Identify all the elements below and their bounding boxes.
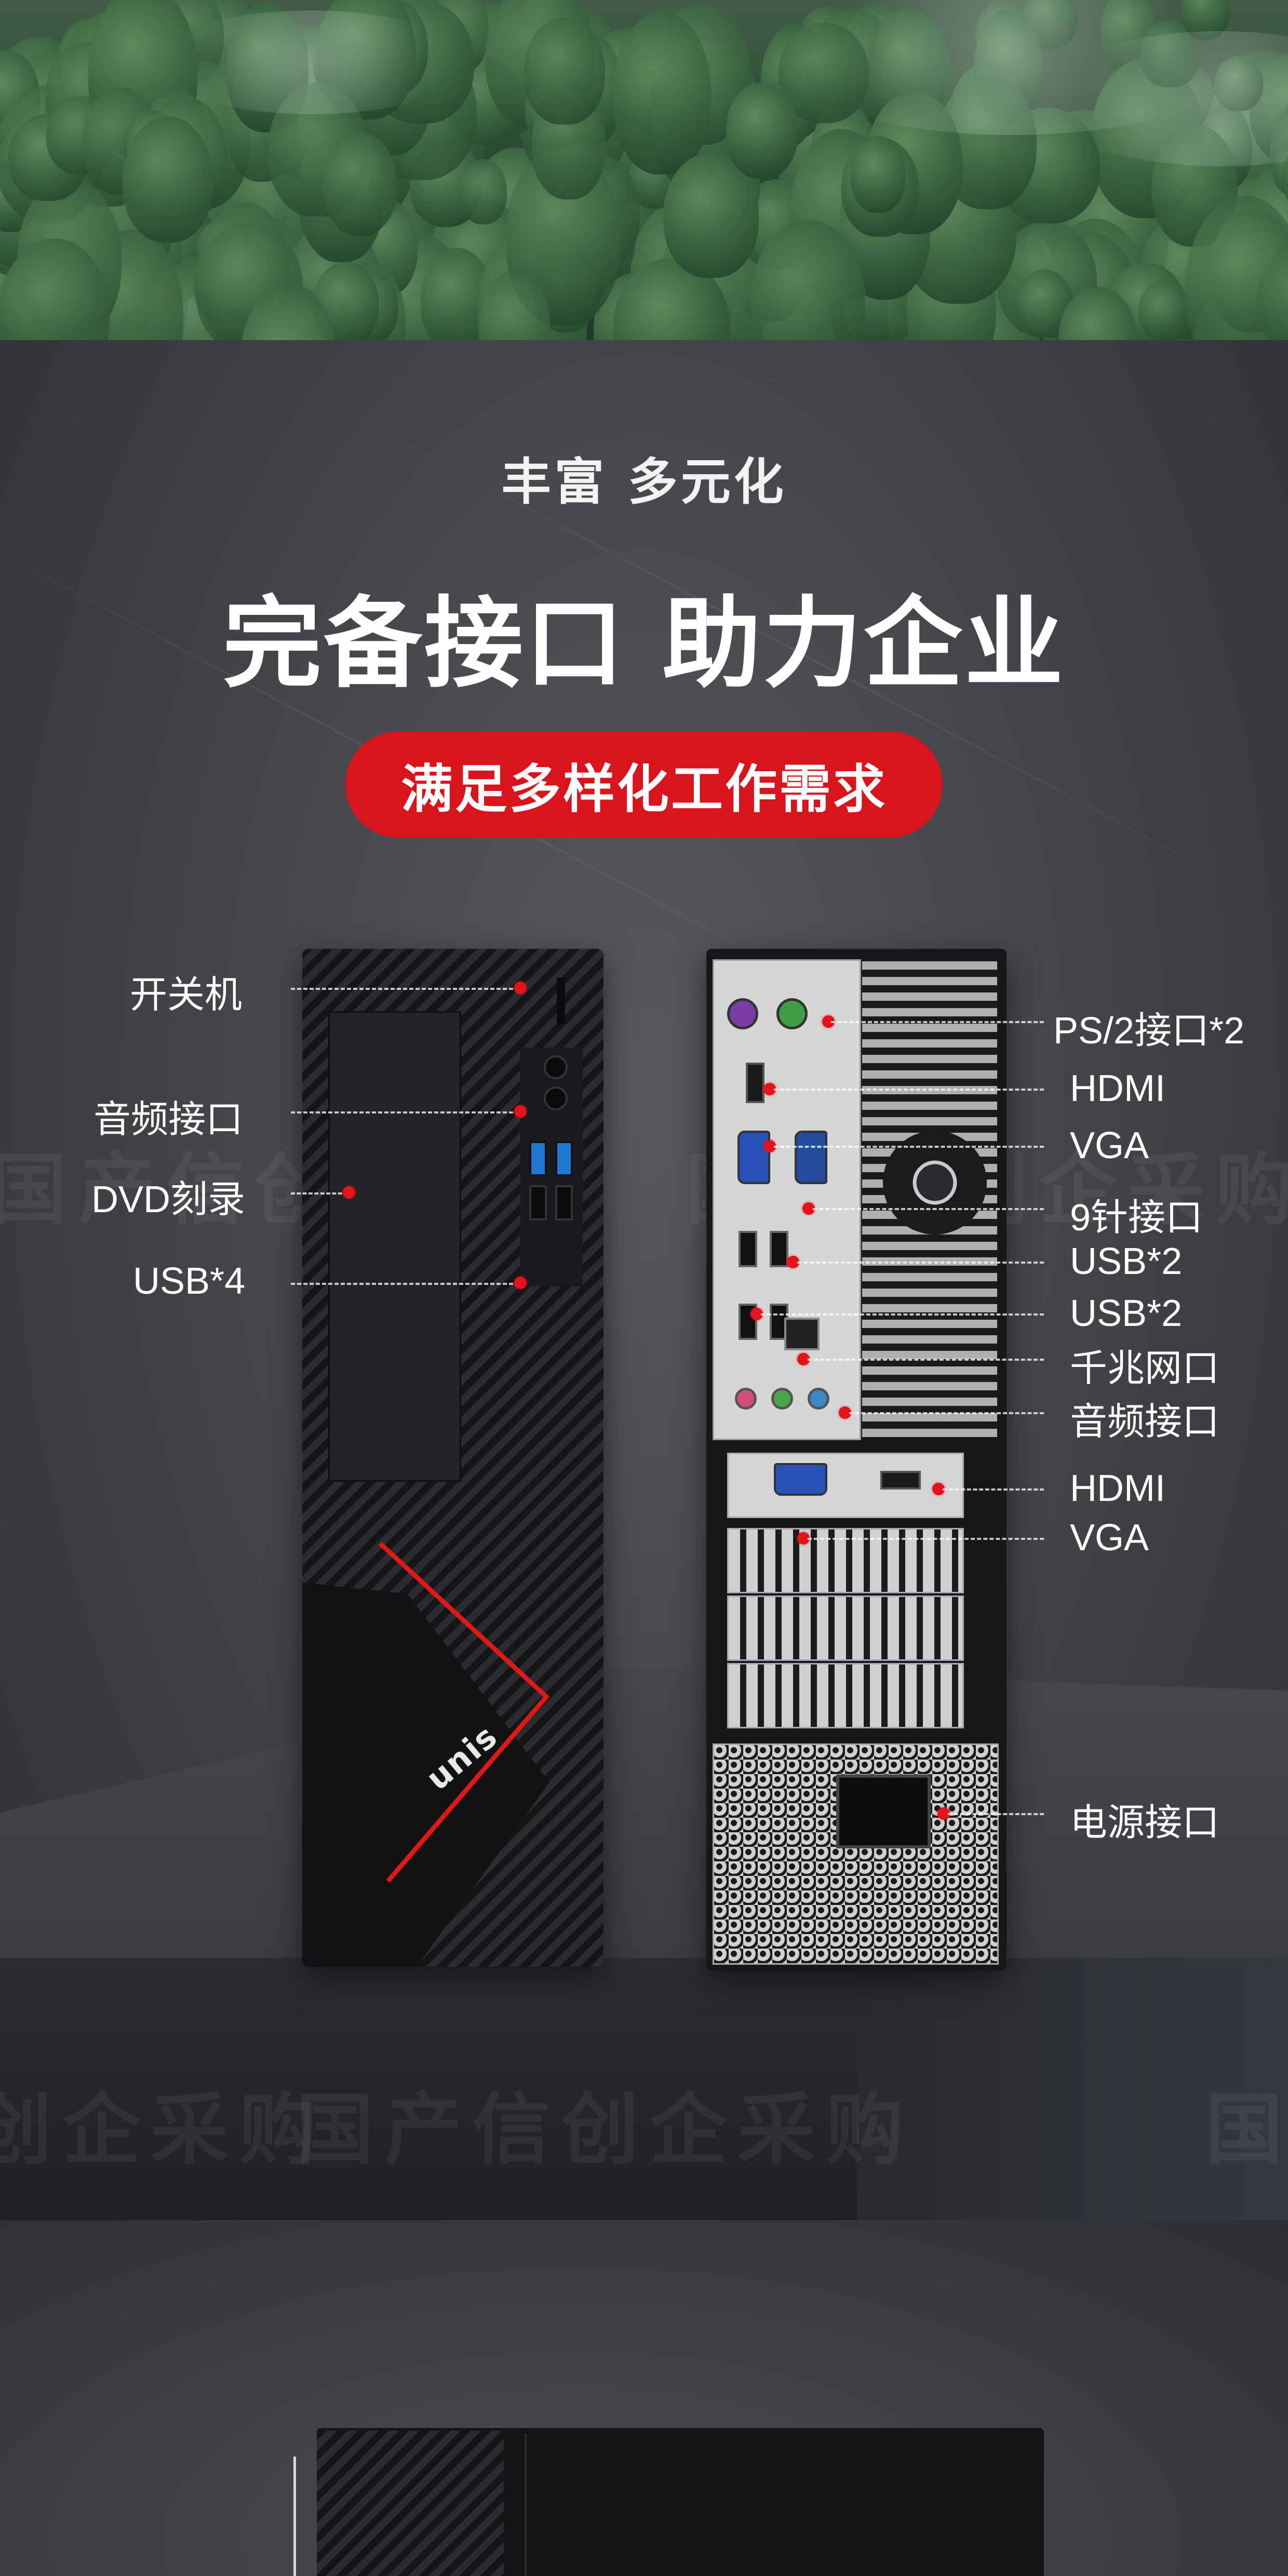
- callout-line: [291, 1192, 348, 1195]
- mist-overlay: [779, 0, 1246, 135]
- callout-dot: [514, 1277, 527, 1289]
- expansion-slot-cover: [727, 1595, 964, 1661]
- audio-jack-icon: [544, 1086, 568, 1110]
- hdmi-port-icon: [880, 1471, 921, 1490]
- callout-label: 电源接口: [1070, 1802, 1220, 1844]
- callout-label: 音频接口: [1070, 1401, 1220, 1443]
- vga-port-icon: [737, 1131, 770, 1184]
- usb-port-icon: [555, 1185, 573, 1220]
- tree-canopy: [122, 116, 213, 243]
- fan-icon: [883, 1131, 987, 1235]
- display-stand: [293, 2457, 296, 2576]
- rear-io-shield: [713, 959, 861, 1440]
- front-panel-stripes: [317, 2431, 504, 2576]
- pc-rear-view: [706, 949, 1007, 1971]
- red-accent-line: [378, 1541, 550, 1883]
- watermark-text: 国产信创企采购: [1205, 2085, 1288, 2176]
- audio-jack-icon: [735, 1388, 757, 1410]
- callout-label: 9针接口: [1070, 1197, 1203, 1239]
- mist-overlay: [156, 10, 467, 114]
- callout-line: [774, 1089, 1044, 1091]
- usb-port-icon: [529, 1185, 547, 1220]
- callout-label: DVD刻录: [91, 1179, 246, 1220]
- callout-label: 千兆网口: [1070, 1348, 1220, 1389]
- usb-port-icon: [739, 1231, 757, 1267]
- power-socket-icon: [836, 1775, 931, 1848]
- serial-port-icon: [795, 1131, 827, 1184]
- hdmi-port-icon: [746, 1063, 764, 1103]
- audio-jack-icon: [808, 1388, 829, 1410]
- tree-canopy: [726, 83, 798, 179]
- callout-label: USB*2: [1070, 1241, 1183, 1282]
- callout-label: USB*2: [1070, 1293, 1183, 1334]
- callout-label: 音频接口: [93, 1099, 244, 1141]
- callout-label: 开关机: [130, 974, 243, 1016]
- watermark-text: 国产信创企采购: [296, 2085, 915, 2176]
- section-title: 完备接口 助力企业: [222, 586, 1066, 701]
- callout-label: HDMI: [1070, 1068, 1165, 1109]
- callout-line: [774, 1146, 1044, 1148]
- tree-canopy: [1180, 0, 1230, 41]
- tree-canopy: [779, 22, 869, 123]
- callout-line: [291, 988, 519, 990]
- callout-line: [291, 1283, 519, 1285]
- callout-label: HDMI: [1070, 1468, 1165, 1509]
- callout-dot: [514, 1105, 527, 1118]
- tree-canopy: [524, 18, 605, 125]
- vga-port-icon: [774, 1463, 827, 1496]
- background-light-streak: [727, 340, 1288, 405]
- requirements-badge: 满足多样化工作需求: [345, 731, 943, 838]
- callout-dot: [514, 982, 527, 994]
- callout-label: USB*4: [133, 1260, 246, 1302]
- callout-line: [813, 1208, 1044, 1210]
- expansion-card-bracket: [727, 1453, 964, 1518]
- forest-banner-image: [0, 0, 1288, 340]
- callout-line: [948, 1813, 1044, 1815]
- ethernet-port-icon: [784, 1318, 820, 1350]
- usb-port-icon: [770, 1231, 788, 1267]
- dvd-drive-bay: [328, 1011, 461, 1482]
- callout-line: [808, 1359, 1044, 1361]
- usb-port-icon: [555, 1141, 573, 1176]
- interfaces-section: [0, 340, 1288, 2220]
- callout-line: [761, 1313, 1044, 1316]
- ps2-port-icon: [727, 998, 758, 1029]
- watermark-text: 国产信创企采购: [0, 2085, 328, 2176]
- tree-canopy: [850, 136, 906, 213]
- tree-canopy: [1214, 56, 1263, 111]
- display-platform-side: [857, 1958, 1288, 2220]
- tree-canopy: [1138, 281, 1191, 340]
- power-button: [557, 977, 565, 1024]
- section-subtitle: 丰富 多元化: [501, 453, 787, 511]
- callout-label: PS/2接口*2: [1053, 1010, 1245, 1052]
- next-section-preview: [0, 2220, 1288, 2576]
- callout-line: [943, 1488, 1044, 1491]
- callout-line: [291, 1111, 519, 1113]
- tree-canopy: [612, 11, 712, 175]
- tree-canopy: [460, 159, 507, 224]
- expansion-slot-cover: [727, 1663, 964, 1728]
- callout-line: [797, 1262, 1044, 1264]
- tree-canopy: [1282, 132, 1288, 220]
- callout-line: [808, 1538, 1044, 1540]
- usb-port-icon: [529, 1141, 547, 1176]
- callout-label: VGA: [1070, 1517, 1149, 1559]
- audio-jack-icon: [544, 1055, 568, 1079]
- callout-line: [849, 1412, 1044, 1414]
- callout-dot: [343, 1186, 355, 1199]
- callout-label: VGA: [1070, 1125, 1149, 1166]
- callout-line: [831, 1021, 1044, 1023]
- audio-jack-icon: [771, 1388, 793, 1410]
- ps2-port-icon: [776, 998, 808, 1029]
- tree-canopy: [323, 131, 397, 236]
- case-edge: [525, 2433, 527, 2576]
- pc-front-view: unis: [302, 949, 603, 1967]
